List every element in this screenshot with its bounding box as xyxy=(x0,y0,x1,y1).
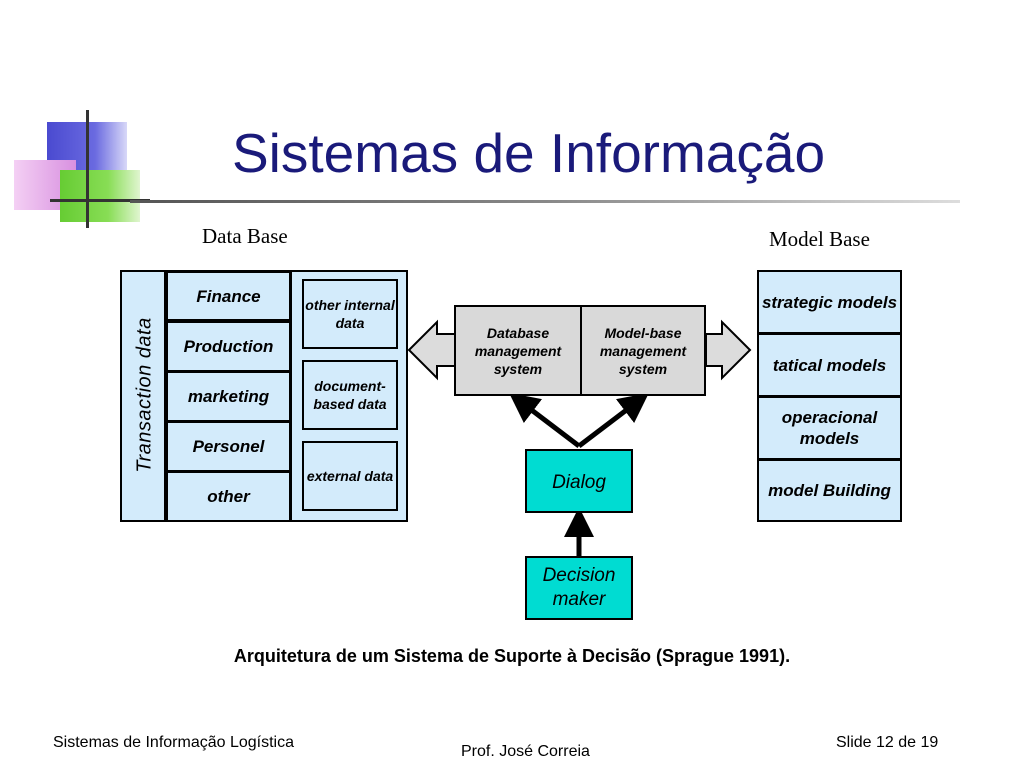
model-item-building: model Building xyxy=(757,459,902,522)
model-item-tatical: tatical models xyxy=(757,333,902,397)
right-double-arrow xyxy=(705,319,752,381)
transaction-item-other: other xyxy=(166,471,291,522)
footer-course: Sistemas de Informação Logística xyxy=(53,734,295,751)
title-underline xyxy=(130,200,960,203)
document-based-data-box: document-based data xyxy=(302,360,398,430)
transaction-item-marketing: marketing xyxy=(166,371,291,422)
other-internal-data-box: other internal data xyxy=(302,279,398,349)
left-double-arrow xyxy=(407,319,457,381)
mbms-box: Model-base management system xyxy=(580,305,706,396)
logo-horizontal-line xyxy=(50,199,150,202)
figure-caption: Arquitetura de um Sistema de Suporte à D… xyxy=(233,646,791,666)
transaction-item-finance: Finance xyxy=(166,271,291,321)
decision-maker-box: Decision maker xyxy=(525,556,633,620)
data-base-label: Data Base xyxy=(202,224,288,248)
dialog-box: Dialog xyxy=(525,449,633,513)
arrow-to-dbms xyxy=(509,392,581,448)
logo-vertical-line xyxy=(86,110,89,228)
external-data-box: external data xyxy=(302,441,398,511)
other-data-divider xyxy=(290,270,292,522)
transaction-item-production: Production xyxy=(166,321,291,372)
footer-slide-number: Slide 12 de 19 xyxy=(836,734,939,751)
logo-green-square xyxy=(60,170,140,222)
footer-author: Prof. José Correia xyxy=(461,743,590,760)
arrow-to-mbms xyxy=(577,392,649,448)
transaction-divider xyxy=(164,270,166,522)
model-base-label: Model Base xyxy=(769,227,870,251)
slide-title: Sistemas de Informação xyxy=(232,122,826,184)
dbms-box: Database management system xyxy=(454,305,582,396)
